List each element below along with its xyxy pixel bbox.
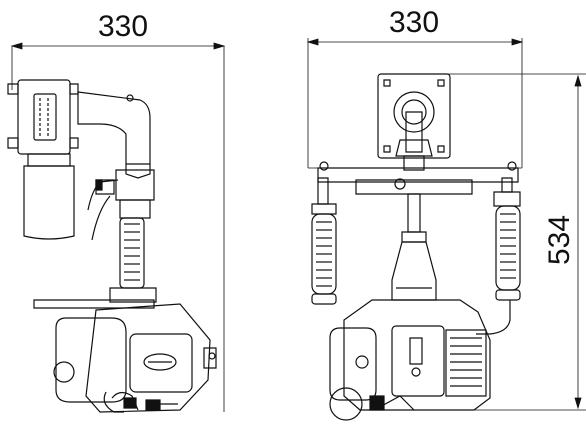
front-width-dimension: [308, 38, 522, 168]
side-width-label: 330: [98, 10, 148, 43]
side-shaft: [34, 170, 156, 308]
front-width-label: 330: [389, 6, 439, 39]
side-view: 330: [8, 10, 224, 412]
side-bit-cylinder: [24, 154, 74, 239]
front-shaft: [392, 194, 436, 300]
front-engine: [330, 300, 490, 420]
side-width-dimension: [12, 43, 224, 412]
height-dimension: [448, 74, 586, 410]
front-crossbar: [318, 156, 518, 194]
handle-head: [8, 80, 150, 178]
left-grip: [312, 178, 336, 304]
right-grip: [476, 178, 520, 334]
height-label: 534: [543, 215, 576, 265]
front-view: 330 534: [308, 6, 586, 420]
trigger: [88, 180, 118, 240]
front-head: [378, 74, 450, 158]
side-engine: [54, 304, 216, 412]
